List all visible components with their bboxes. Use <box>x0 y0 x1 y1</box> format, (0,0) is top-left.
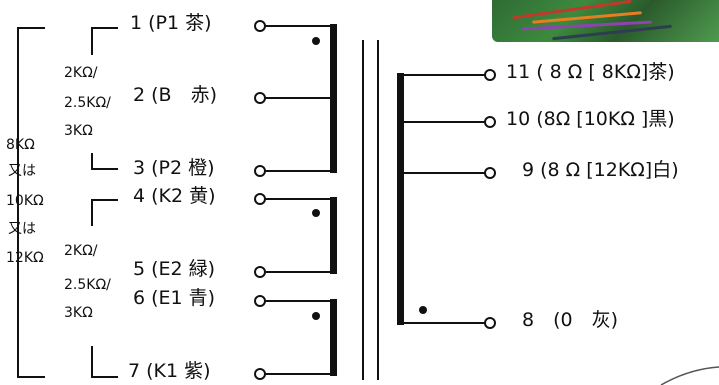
terminal-1-label: 1 (P1 茶) <box>130 12 212 34</box>
upper-bracket-bottom <box>91 153 118 170</box>
terminal-6-circle <box>254 295 266 307</box>
secondary-winding <box>397 73 404 325</box>
terminal-2-circle <box>254 92 266 104</box>
lower-impedance-2k: 2KΩ/ <box>64 243 98 259</box>
upper-impedance-3k: 3KΩ <box>64 123 93 139</box>
terminal-9-circle <box>484 167 496 179</box>
polarity-dot-1 <box>312 37 320 45</box>
terminal-8-circle <box>484 317 496 329</box>
terminal-1-circle <box>254 20 266 32</box>
polarity-dot-4 <box>419 306 427 314</box>
terminal-11-circle <box>484 69 496 81</box>
primary-winding-2 <box>330 197 337 274</box>
upper-bracket-top <box>91 27 118 55</box>
upper-impedance-2k: 2KΩ/ <box>64 65 98 81</box>
terminal-9-label: 9 (8 Ω [12KΩ]白) <box>522 159 679 181</box>
terminal-10-label: 10 (8Ω [10KΩ ]黒) <box>506 108 675 130</box>
total-impedance-8k: 8KΩ <box>6 137 35 153</box>
lower-bracket-bottom <box>91 346 118 378</box>
primary-winding-3 <box>330 299 337 376</box>
terminal-5-label: 5 (E2 緑) <box>133 258 216 280</box>
terminal-3-label: 3 (P2 橙) <box>133 157 215 179</box>
total-or-2: 又は <box>8 221 36 237</box>
lower-bracket-top <box>91 199 118 226</box>
terminal-6-label: 6 (E1 青) <box>133 287 216 309</box>
terminal-11-label: 11 ( 8 Ω [ 8KΩ]茶) <box>506 61 675 83</box>
upper-impedance-2-5k: 2.5KΩ/ <box>64 95 111 111</box>
total-impedance-12k: 12KΩ <box>6 250 44 266</box>
terminal-10-circle <box>484 116 496 128</box>
polarity-dot-2 <box>312 209 320 217</box>
terminal-2-label: 2 (B 赤) <box>133 84 217 106</box>
terminal-4-circle <box>254 193 266 205</box>
lower-impedance-2-5k: 2.5KΩ/ <box>64 277 111 293</box>
total-or-1: 又は <box>8 163 36 179</box>
terminal-8-label: 8 (0 灰) <box>522 309 619 331</box>
terminal-3-circle <box>254 165 266 177</box>
terminal-4-label: 4 (K2 黄) <box>133 185 216 207</box>
lower-impedance-3k: 3KΩ <box>64 305 93 321</box>
primary-winding-1 <box>330 24 337 173</box>
terminal-7-circle <box>254 368 266 380</box>
total-impedance-10k: 10KΩ <box>6 193 44 209</box>
polarity-dot-3 <box>312 312 320 320</box>
wire-photo <box>492 0 719 42</box>
total-impedance-bracket <box>17 27 45 378</box>
terminal-7-label: 7 (K1 紫) <box>128 360 211 382</box>
corner-shape <box>660 366 719 385</box>
terminal-5-circle <box>254 266 266 278</box>
